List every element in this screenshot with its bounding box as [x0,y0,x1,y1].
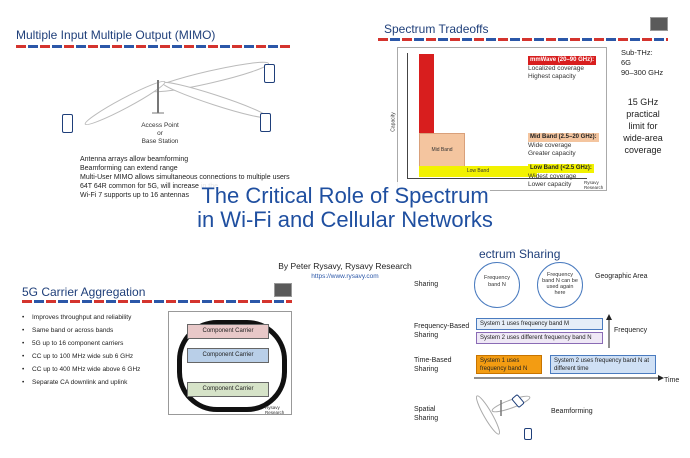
phone-icon-top-right [264,64,275,83]
carrier-bullet: Separate CA downlink and uplink [22,376,140,389]
mid-band-legend: Mid Band (2.5–20 GHz): Wide coverage Gre… [528,133,599,157]
time-based-label: Time-Based Sharing [414,357,452,373]
carrier-bullet: CC up to 100 MHz wide sub 6 GHz [22,350,140,363]
mimo-notes: Antenna arrays allow beamforming Beamfor… [80,155,290,200]
carrier-title-stripe [22,300,292,303]
carrier-title: 5G Carrier Aggregation [22,285,146,299]
spatial-sharing-label: Spatial Sharing [414,406,439,422]
mimo-title-stripe [16,45,291,48]
chart-y-axis [407,53,408,178]
beam-lobe-left [84,80,166,126]
carrier-source: Rysavy Research [265,405,285,415]
bar-mid-band-label: Mid Band [431,147,453,153]
website-link[interactable]: https://www.rysavy.com [311,273,379,280]
system-1-band-m: System 1 uses frequency band M [476,318,603,330]
presenter-thumbnail [650,17,668,31]
sharing-title: ectrum Sharing [479,247,561,261]
frequency-axis-label: Frequency [614,327,648,334]
bar-low-band-label: Low Band [466,168,490,174]
mimo-note: Wi-Fi 7 supports up to 16 antennas [80,192,189,199]
bar-mmwave [419,54,434,133]
carrier-bullet: Improves throughput and reliability [22,311,140,324]
presenter-thumbnail [274,283,292,297]
time-axis-label: Time [664,377,680,384]
time-axis-arrow [474,375,664,381]
subthz-note: Sub-THz: 6G 90–300 GHz [621,48,664,77]
title-backdrop [200,182,490,228]
main-title-line-1: The Critical Role of Spectrum [201,183,489,208]
beamforming-label: Beamforming [551,408,593,415]
component-carrier-2: Component Carrier [187,348,269,363]
main-title-line-2: in Wi-Fi and Cellular Networks [197,207,493,232]
practical-limit-note: 15 GHz practical limit for wide-area cov… [623,97,663,155]
bar-low-band: Low Band [419,166,537,177]
mimo-note: Beamforming can extend range [80,165,178,172]
system-2-different-time: System 2 uses frequency band N at differ… [550,355,656,374]
component-carrier-1: Component Carrier [187,324,269,339]
beam-lobe-right [162,81,268,119]
spatial-beam-diagram [475,395,531,435]
freq-based-label: Frequency-Based Sharing [414,323,470,339]
carrier-pipe [177,320,287,412]
tradeoffs-chart-frame: Capacity Mid Band Low Band mmWave (20–90… [391,47,607,191]
component-carrier-3: Component Carrier [187,382,269,397]
carrier-bullet: CC up to 400 MHz wide above 6 GHz [22,363,140,376]
carrier-diagram-frame: Component Carrier Component Carrier Comp… [168,311,292,415]
tradeoffs-source: Rysavy Research [584,180,604,190]
mimo-beam-diagram [84,61,269,126]
phone-icon-spatial-2 [524,428,532,440]
author-line: By Peter Rysavy, Rysavy Research [278,261,412,271]
chart-x-axis [407,178,587,179]
system-2-band-n: System 2 uses different frequency band N [476,332,603,344]
phone-icon-left [62,114,73,133]
beam-lobe-upper [151,61,269,93]
system-1-band-n: System 1 uses frequency band N [476,355,542,374]
phone-icon-bottom-right [260,113,271,132]
mimo-title: Multiple Input Multiple Output (MIMO) [16,28,216,42]
geographic-area-label: Geographic Area [595,273,648,280]
tradeoffs-title: Spectrum Tradeoffs [384,22,489,36]
carrier-bullet: 5G up to 16 component carriers [22,337,140,350]
mimo-note: Antenna arrays allow beamforming [80,156,189,163]
mimo-note: 64T 64R common for 5G, will increase in … [80,183,218,190]
mmwave-legend: mmWave (20–90 GHz): Localized coverage H… [528,56,597,80]
carrier-bullets: Improves throughput and reliability Same… [22,311,140,389]
mimo-note: Multi-User MIMO allows simultaneous conn… [80,174,290,181]
chart-y-label: Capacity [390,112,397,132]
frequency-circle-2: Frequency band N can be used again here [537,262,583,308]
tradeoffs-title-stripe [378,38,668,41]
frequency-circle-1: Frequency band N [474,262,520,308]
carrier-bullet: Same band or across bands [22,324,140,337]
low-band-legend: Low Band (<2.5 GHz): Widest coverage Low… [528,164,594,188]
bar-mid-band: Mid Band [419,133,465,167]
sharing-geo-label: Sharing [414,281,439,288]
frequency-axis-arrow [606,314,612,348]
